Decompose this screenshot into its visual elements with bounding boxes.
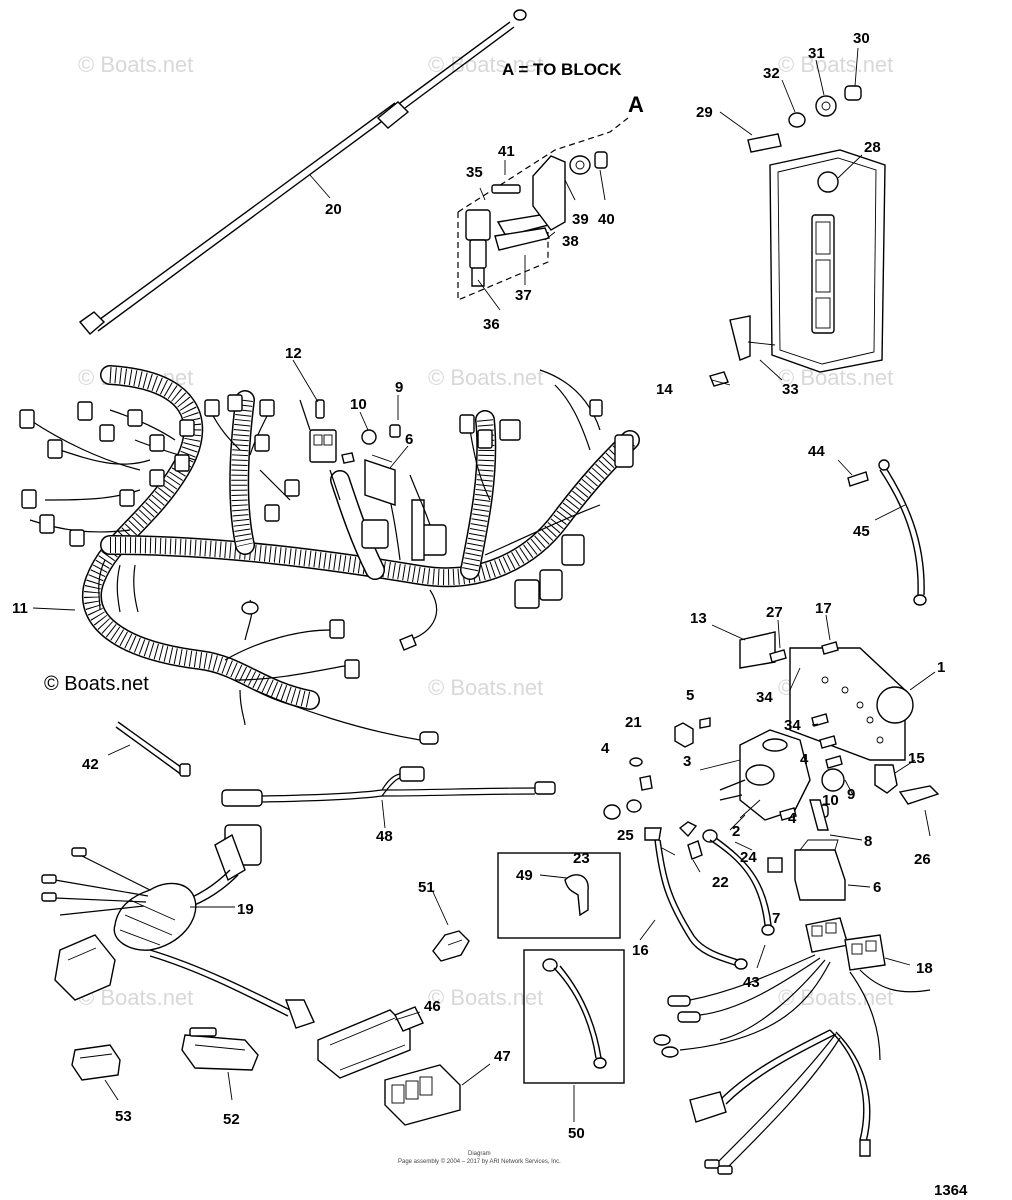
callout: 13 bbox=[690, 610, 707, 627]
callout: 19 bbox=[237, 901, 254, 918]
callout: 21 bbox=[625, 714, 642, 731]
detail-a-sensor-bracket bbox=[457, 117, 629, 311]
watermark: © Boats.net bbox=[428, 985, 543, 1010]
page-number: 1364 bbox=[934, 1182, 968, 1199]
callout: 25 bbox=[617, 827, 634, 844]
callout: 9 bbox=[847, 786, 855, 803]
parts-52-53-connectors bbox=[71, 1027, 259, 1101]
callout: 22 bbox=[712, 874, 729, 891]
callout: 14 bbox=[656, 381, 673, 398]
callout: 47 bbox=[494, 1048, 511, 1065]
callout: 45 bbox=[853, 523, 870, 540]
callout: 8 bbox=[864, 833, 872, 850]
part-18-harness bbox=[653, 917, 931, 1175]
callout: 26 bbox=[914, 851, 931, 868]
callout: 29 bbox=[696, 104, 713, 121]
callout: 10 bbox=[822, 792, 839, 809]
watermark: © Boats.net bbox=[428, 675, 543, 700]
callout: 46 bbox=[424, 998, 441, 1015]
callout: 38 bbox=[562, 233, 579, 250]
part-19-harness bbox=[41, 824, 315, 1029]
callout: 11 bbox=[12, 600, 28, 617]
part-45-ground-strap bbox=[837, 459, 927, 606]
callout: 30 bbox=[853, 30, 870, 47]
callout: 4 bbox=[601, 740, 610, 757]
battery-cables bbox=[603, 799, 775, 970]
watermark: © Boats.net bbox=[78, 52, 193, 77]
callout: 7 bbox=[772, 910, 780, 927]
watermark: © Boats.net bbox=[428, 365, 543, 390]
callout: 15 bbox=[908, 750, 925, 767]
callout: 18 bbox=[916, 960, 933, 977]
callout: 16 bbox=[632, 942, 649, 959]
footer-line-2: Page assembly © 2004 – 2017 by ARI Netwo… bbox=[398, 1158, 561, 1165]
watermark-dark: © Boats.net bbox=[44, 673, 149, 695]
part-11-main-harness bbox=[19, 365, 640, 745]
callout: 20 bbox=[325, 201, 342, 218]
callout: 28 bbox=[864, 139, 881, 156]
callout: 40 bbox=[598, 211, 615, 228]
part-49-boot bbox=[497, 852, 621, 939]
callout: 43 bbox=[743, 974, 760, 991]
callout: 34 bbox=[784, 717, 801, 734]
callout: 35 bbox=[466, 164, 483, 181]
callout: 48 bbox=[376, 828, 393, 845]
callout: 23 bbox=[573, 850, 590, 867]
callout: 36 bbox=[483, 316, 500, 333]
part-51-terminal bbox=[432, 891, 470, 962]
callout: 39 bbox=[572, 211, 589, 228]
part-48-jumper-harness bbox=[221, 766, 556, 829]
callout: 50 bbox=[568, 1125, 585, 1142]
callout: 27 bbox=[766, 604, 783, 621]
part-20-ground-cable bbox=[78, 9, 527, 335]
watermark: © Boats.net bbox=[778, 985, 893, 1010]
part-42-cable-tie bbox=[107, 721, 191, 777]
callout: 31 bbox=[808, 45, 825, 62]
footer-line-1: Diagram bbox=[468, 1151, 491, 1157]
to-block-note: A = TO BLOCK bbox=[502, 60, 622, 79]
callout: 4 bbox=[800, 751, 809, 768]
callout: 37 bbox=[515, 287, 532, 304]
callout: 5 bbox=[686, 687, 694, 704]
callout: 6 bbox=[873, 879, 881, 896]
callout: 32 bbox=[763, 65, 780, 82]
ecm-module bbox=[709, 47, 886, 387]
callout: 24 bbox=[740, 849, 757, 866]
detail-letter: A bbox=[628, 92, 644, 117]
callout: 51 bbox=[418, 879, 435, 896]
callout: 4 bbox=[788, 810, 797, 827]
callout: 34 bbox=[756, 689, 773, 706]
parts-46-47-connectors bbox=[317, 1006, 491, 1126]
relay-and-fuse-upper bbox=[292, 359, 409, 506]
callout: 2 bbox=[732, 823, 740, 840]
callout: 3 bbox=[683, 753, 691, 770]
callout: 41 bbox=[498, 143, 515, 160]
relay-plate-area bbox=[629, 614, 940, 901]
watermark: © Boats.net bbox=[778, 52, 893, 77]
callout: 10 bbox=[350, 396, 367, 413]
callout: 49 bbox=[516, 867, 533, 884]
part-50-jumper-box bbox=[523, 949, 625, 1122]
callout: 44 bbox=[808, 443, 825, 460]
callout: 17 bbox=[815, 600, 832, 617]
callout: 42 bbox=[82, 756, 99, 773]
callout-labels: 20 41 35 39 40 38 37 36 30 31 32 29 28 1… bbox=[12, 30, 945, 1142]
callout: 9 bbox=[395, 379, 403, 396]
callout: 52 bbox=[223, 1111, 240, 1128]
watermark: © Boats.net bbox=[428, 52, 543, 77]
callout: 6 bbox=[405, 431, 413, 448]
callout: 1 bbox=[937, 659, 945, 676]
callout: 53 bbox=[115, 1108, 132, 1125]
callout: 33 bbox=[782, 381, 799, 398]
callout: 12 bbox=[285, 345, 302, 362]
